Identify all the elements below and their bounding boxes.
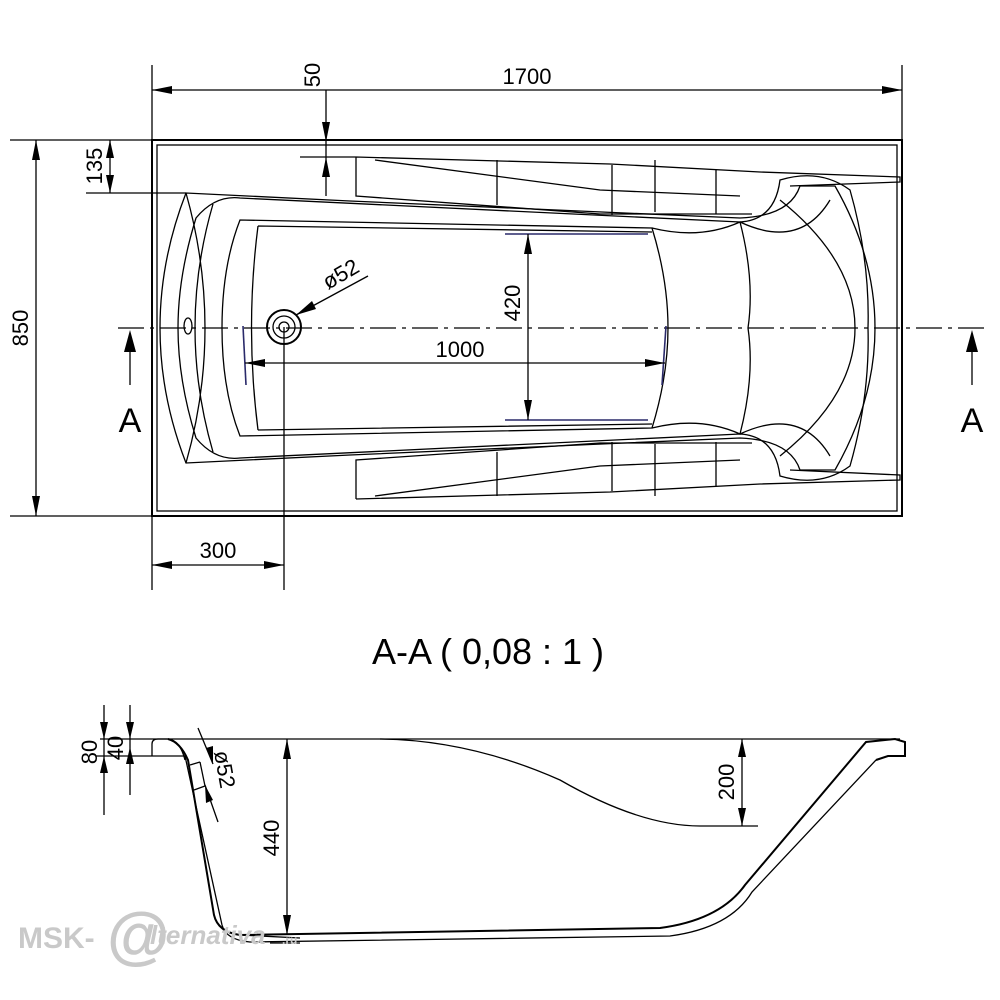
dim-50-arrow-top: [322, 122, 330, 142]
dim-1700-arrow-right: [882, 86, 902, 94]
section-body-outer: [167, 737, 906, 937]
dim-440-arrow-bottom: [283, 915, 291, 935]
section-mark-right-arrow: [966, 330, 978, 352]
armrest-segment-lines: [496, 160, 717, 496]
dim-200-arrow-bottom: [738, 808, 746, 826]
section-backrest-curve: [379, 738, 758, 827]
dim-850-arrow-top: [32, 140, 40, 160]
dim-1000-arrow-right: [645, 359, 665, 367]
dim-40-arrow-top: [126, 722, 134, 739]
dim-420-label: 420: [500, 285, 525, 322]
dim-1000-arrow-left: [245, 359, 265, 367]
watermark-tld: .ru: [282, 933, 297, 947]
dim-420-arrow-bottom: [524, 400, 532, 420]
section-view: 80 40 ø52 440 200: [77, 705, 906, 944]
bottom-armrest-inner: [374, 459, 741, 497]
watermark-suffix: lternativa: [150, 920, 266, 950]
dim-overflow-label: ø52: [209, 749, 240, 791]
plan-view: 1700 50 850 135 420 1000: [8, 63, 990, 590]
dim-200-arrow-top: [738, 739, 746, 757]
dim-50-arrow-bottom: [322, 157, 330, 177]
dim-50-label: 50: [300, 63, 325, 87]
dim-850-arrow-bottom: [32, 496, 40, 516]
dim-440-label: 440: [259, 820, 284, 857]
dim-1000-ext-right: [661, 325, 667, 386]
dim-drain-arrow: [296, 301, 316, 315]
dim-850-label: 850: [8, 310, 33, 347]
dim-80-label: 80: [77, 740, 102, 764]
dim-overflow-arrow-1: [206, 746, 213, 764]
dim-300-arrow-left: [152, 561, 172, 569]
dim-40-arrow-bottom: [126, 747, 134, 764]
section-title: A-A ( 0,08 : 1 ): [372, 631, 604, 672]
overflow-hole: [183, 317, 193, 335]
section-overflow: [189, 761, 206, 791]
dim-420-arrow-top: [524, 234, 532, 254]
section-body-inner: [152, 755, 877, 943]
section-mark-left-label: A: [119, 402, 142, 440]
dim-1000-ext-left: [242, 325, 247, 386]
section-mark-right-label: A: [961, 402, 984, 440]
dim-200-label: 200: [714, 764, 739, 801]
dim-80-arrow-top: [100, 722, 108, 739]
watermark: MSK- @ lternativa .ru: [18, 900, 297, 972]
dim-1700-arrow-left: [152, 86, 172, 94]
dim-135-arrow-bottom: [106, 175, 114, 193]
section-floor-detail: [239, 934, 301, 944]
top-armrest-outline: [355, 156, 901, 215]
watermark-symbol: @: [106, 900, 168, 972]
dim-40-label: 40: [103, 736, 128, 760]
dim-1000-label: 1000: [436, 337, 485, 362]
dim-300-label: 300: [200, 538, 237, 563]
section-mark-left-arrow: [124, 330, 136, 352]
watermark-prefix: MSK-: [18, 922, 95, 955]
dim-135-arrow-top: [106, 140, 114, 158]
section-left-lip: [151, 738, 186, 761]
dim-1700-label: 1700: [503, 64, 552, 89]
basin-inner-contour: [177, 175, 869, 481]
dim-overflow-arrow-2: [205, 785, 213, 803]
dim-drain-label: ø52: [318, 254, 363, 295]
dim-80-arrow-bottom: [100, 756, 108, 773]
bottom-armrest-outline: [355, 442, 901, 500]
dim-440-arrow-top: [283, 739, 291, 759]
dim-135-label: 135: [82, 148, 107, 185]
dim-300-arrow-right: [264, 561, 284, 569]
top-armrest-inner: [374, 159, 741, 197]
